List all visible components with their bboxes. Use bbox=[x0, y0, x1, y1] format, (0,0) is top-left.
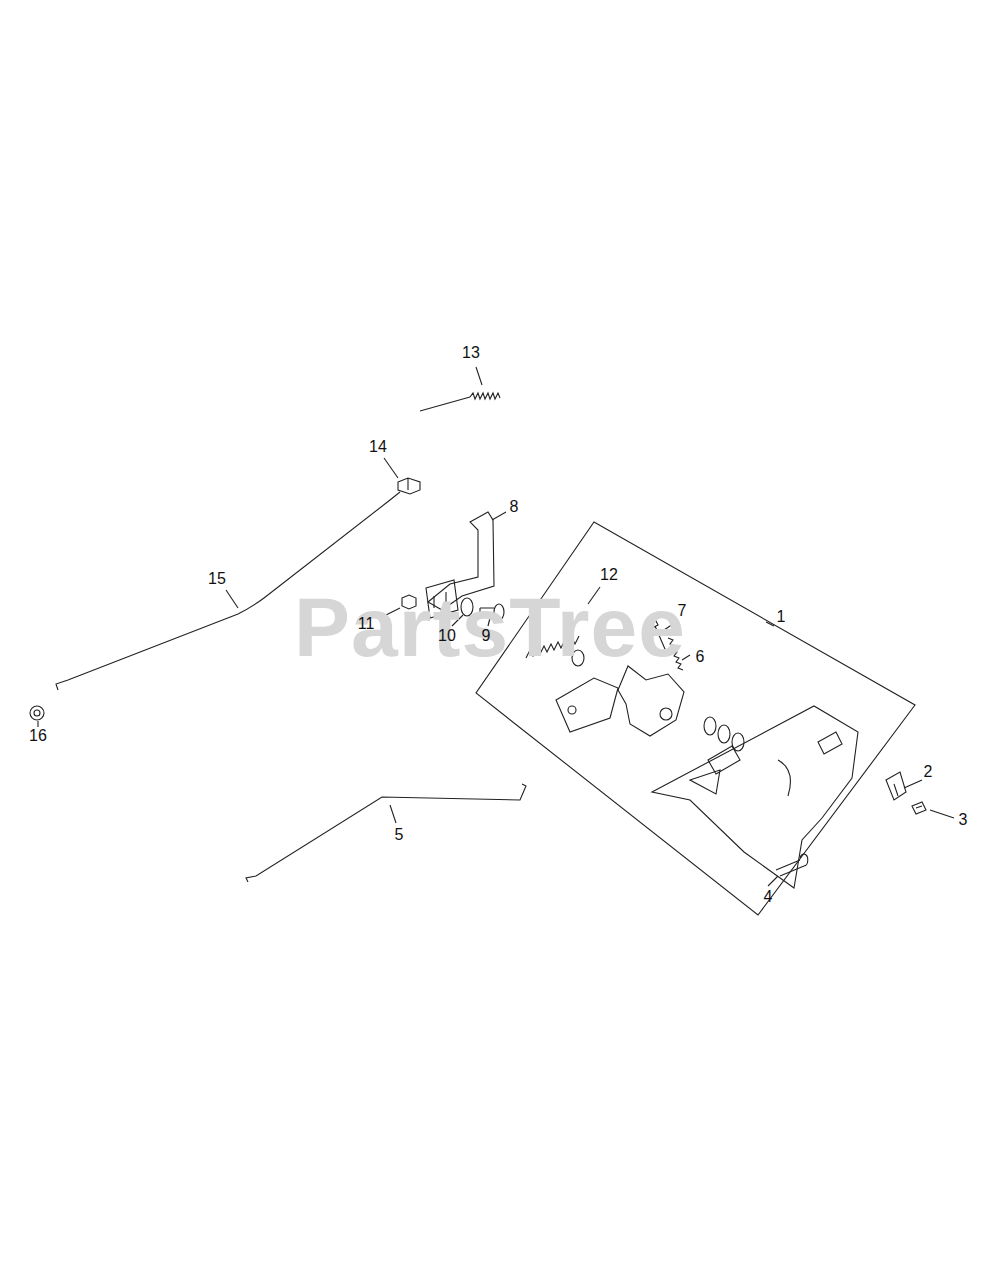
leader-line bbox=[768, 876, 778, 886]
leader-line bbox=[226, 590, 238, 608]
callout-number: 8 bbox=[510, 499, 519, 515]
callout-number: 7 bbox=[678, 603, 687, 619]
watermark: PartsTree bbox=[294, 585, 686, 669]
rod-clip bbox=[398, 478, 420, 494]
callout-number: 1 bbox=[777, 609, 786, 625]
pivot-pin bbox=[776, 854, 808, 876]
callout-number: 15 bbox=[208, 571, 226, 587]
callout-number: 3 bbox=[959, 812, 968, 828]
leader-line bbox=[766, 622, 774, 626]
leader-line bbox=[930, 810, 954, 818]
callout-number: 5 bbox=[395, 827, 404, 843]
callout-number: 11 bbox=[358, 616, 375, 632]
leader-line bbox=[492, 512, 506, 520]
clip-bracket bbox=[886, 772, 906, 800]
callout-number: 4 bbox=[764, 889, 773, 905]
spring bbox=[470, 393, 500, 399]
callout-number: 2 bbox=[924, 764, 933, 780]
callout-number: 13 bbox=[462, 345, 480, 361]
leader-line bbox=[904, 780, 922, 788]
assembly-outline bbox=[476, 522, 915, 915]
leader-line bbox=[37, 721, 38, 727]
callout-number: 14 bbox=[369, 439, 387, 455]
nut bbox=[30, 706, 44, 720]
plate-details bbox=[690, 732, 842, 796]
washer bbox=[704, 717, 716, 735]
callout-number: 16 bbox=[29, 728, 47, 744]
washer bbox=[732, 733, 744, 751]
washer bbox=[718, 725, 730, 743]
throttle-lever bbox=[618, 666, 684, 736]
leader-line bbox=[390, 805, 396, 823]
callout-number: 12 bbox=[600, 567, 618, 583]
callout-number: 10 bbox=[438, 628, 456, 644]
spring-wire bbox=[420, 397, 470, 411]
screw bbox=[912, 802, 926, 814]
nut-hole bbox=[34, 710, 40, 716]
leader-line bbox=[384, 458, 398, 478]
leader-line bbox=[476, 367, 482, 385]
control-plate bbox=[652, 706, 858, 888]
governor-rod bbox=[246, 784, 526, 882]
callout-number: 9 bbox=[482, 628, 491, 644]
choke-lever bbox=[556, 678, 618, 732]
callout-number: 6 bbox=[696, 649, 705, 665]
